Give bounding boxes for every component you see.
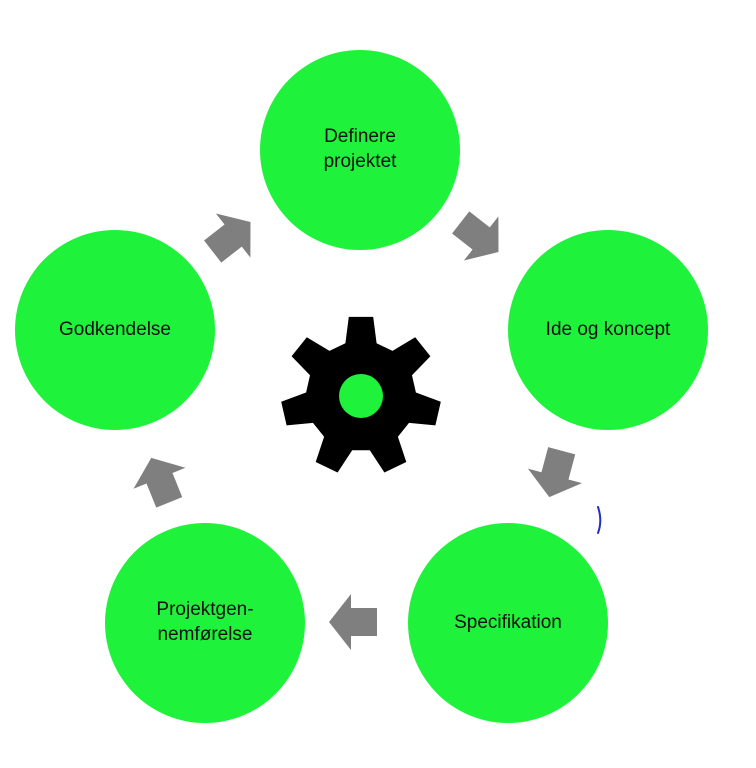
node-label: Ide og koncept — [545, 318, 671, 340]
arrow-ide-to-specifikation — [527, 447, 583, 498]
cycle-node-definere-projektet: Definere projektet — [260, 50, 460, 250]
node-label: Definere projektet — [323, 126, 397, 172]
node-label: Projektgen- nemførelse — [156, 599, 254, 645]
arrow-projektgennemforelse-to-godkendelse — [133, 457, 186, 508]
arrow-definere-to-ide — [452, 211, 499, 261]
cycle-node-projektgennemforelse: Projektgen- nemførelse — [105, 523, 305, 723]
node-label: Specifikation — [454, 611, 562, 633]
cycle-node-specifikation: Specifikation — [408, 523, 608, 723]
node-label: Godkendelse — [59, 318, 171, 340]
pen-mark — [597, 506, 602, 534]
arrow-specifikation-to-projektgennemforelse — [329, 594, 377, 650]
gear-hub — [339, 374, 383, 418]
arrow-godkendelse-to-definere — [204, 213, 251, 263]
cycle-node-godkendelse: Godkendelse — [15, 230, 215, 430]
gear-icon — [281, 316, 441, 473]
cycle-node-ide-og-koncept: Ide og koncept — [508, 230, 708, 430]
